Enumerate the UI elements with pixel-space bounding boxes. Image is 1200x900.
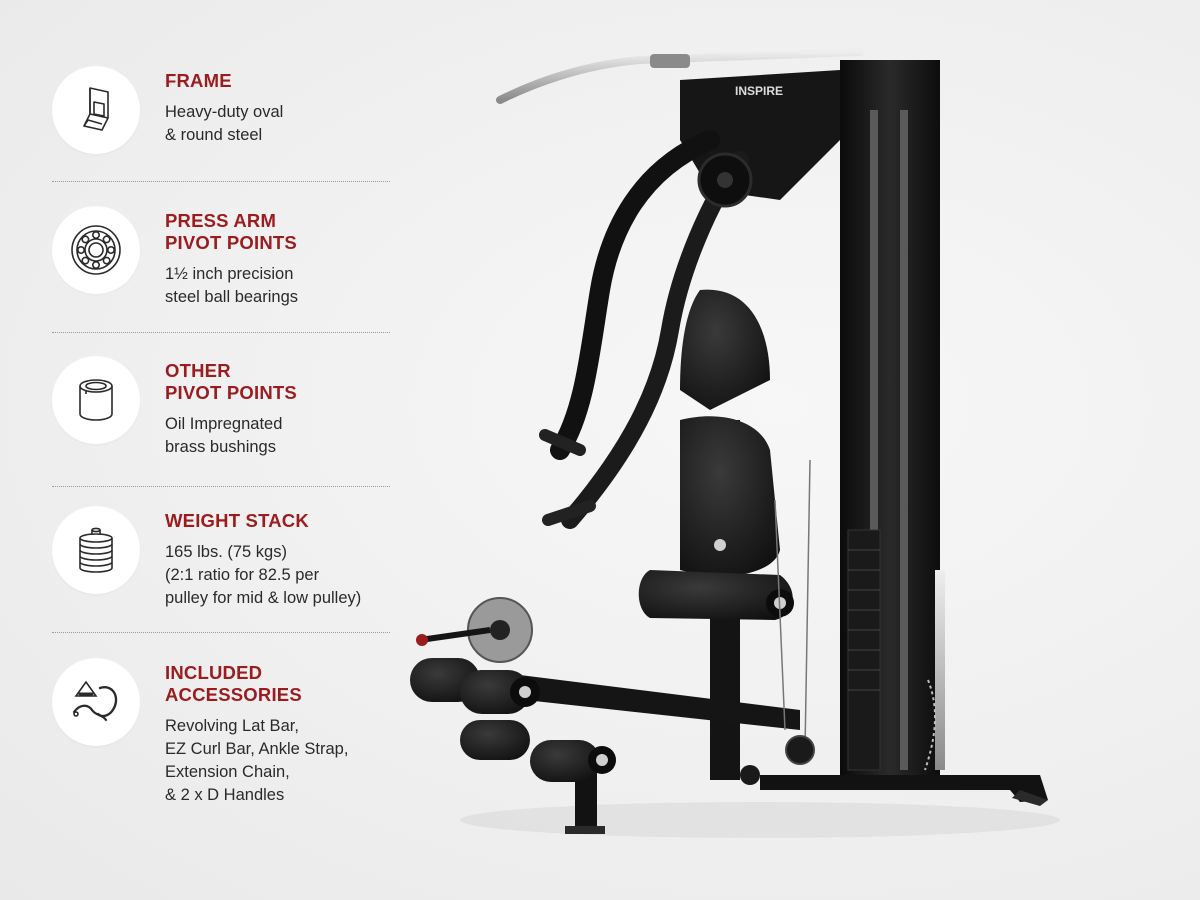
feature-description: Oil Impregnated brass bushings — [165, 415, 283, 456]
feature-divider — [52, 486, 390, 487]
feature-description: Revolving Lat Bar, EZ Curl Bar, Ankle St… — [165, 717, 349, 804]
bushing-icon — [79, 379, 113, 421]
feature-title: INCLUDED ACCESSORIES — [165, 662, 302, 705]
accessories-icon-circle — [52, 658, 140, 746]
feature-description: Heavy-duty oval & round steel — [165, 103, 284, 144]
weight-stack — [847, 529, 881, 771]
feature-divider — [52, 181, 390, 182]
ez-curl-bar — [935, 570, 945, 770]
feature-title: WEIGHT STACK — [165, 510, 309, 531]
weight-stack-icon-circle — [52, 506, 140, 594]
seat — [638, 570, 793, 620]
feature-title: FRAME — [165, 70, 232, 91]
press-arm-right — [561, 151, 749, 529]
frame-icon-circle — [52, 66, 140, 154]
ball-bearing-icon — [71, 225, 121, 275]
other-pivot-icon-circle — [52, 356, 140, 444]
feature-press-arm-pivot: PRESS ARM PIVOT POINTS 1½ inch precision… — [52, 206, 298, 309]
feature-description: 165 lbs. (75 kgs) (2:1 ratio for 82.5 pe… — [165, 543, 362, 607]
accessories-icon — [72, 680, 118, 722]
feature-other-pivot: OTHER PIVOT POINTS Oil Impregnated brass… — [52, 356, 297, 459]
press-arm-icon-circle — [52, 206, 140, 294]
frame-profile-icon — [83, 87, 109, 131]
chest-pad — [680, 289, 770, 410]
feature-divider — [52, 332, 390, 333]
lat-bar — [496, 48, 864, 104]
feature-included-accessories: INCLUDED ACCESSORIES Revolving Lat Bar, … — [52, 658, 348, 807]
feature-title: PRESS ARM PIVOT POINTS — [165, 210, 297, 253]
feature-divider — [52, 632, 390, 633]
feature-description: 1½ inch precision steel ball bearings — [165, 265, 298, 306]
press-arm-left — [550, 130, 720, 460]
feature-title: OTHER PIVOT POINTS — [165, 360, 297, 403]
feature-frame: FRAME Heavy-duty oval & round steel — [52, 66, 283, 154]
leg-pads — [410, 658, 616, 782]
home-gym-machine-image: INSPIRE — [410, 48, 1060, 838]
brand-label: INSPIRE — [735, 84, 783, 98]
seat-back — [680, 416, 780, 577]
feature-weight-stack: WEIGHT STACK 165 lbs. (75 kgs) (2:1 rati… — [52, 506, 361, 610]
weight-stack-icon — [79, 527, 113, 573]
